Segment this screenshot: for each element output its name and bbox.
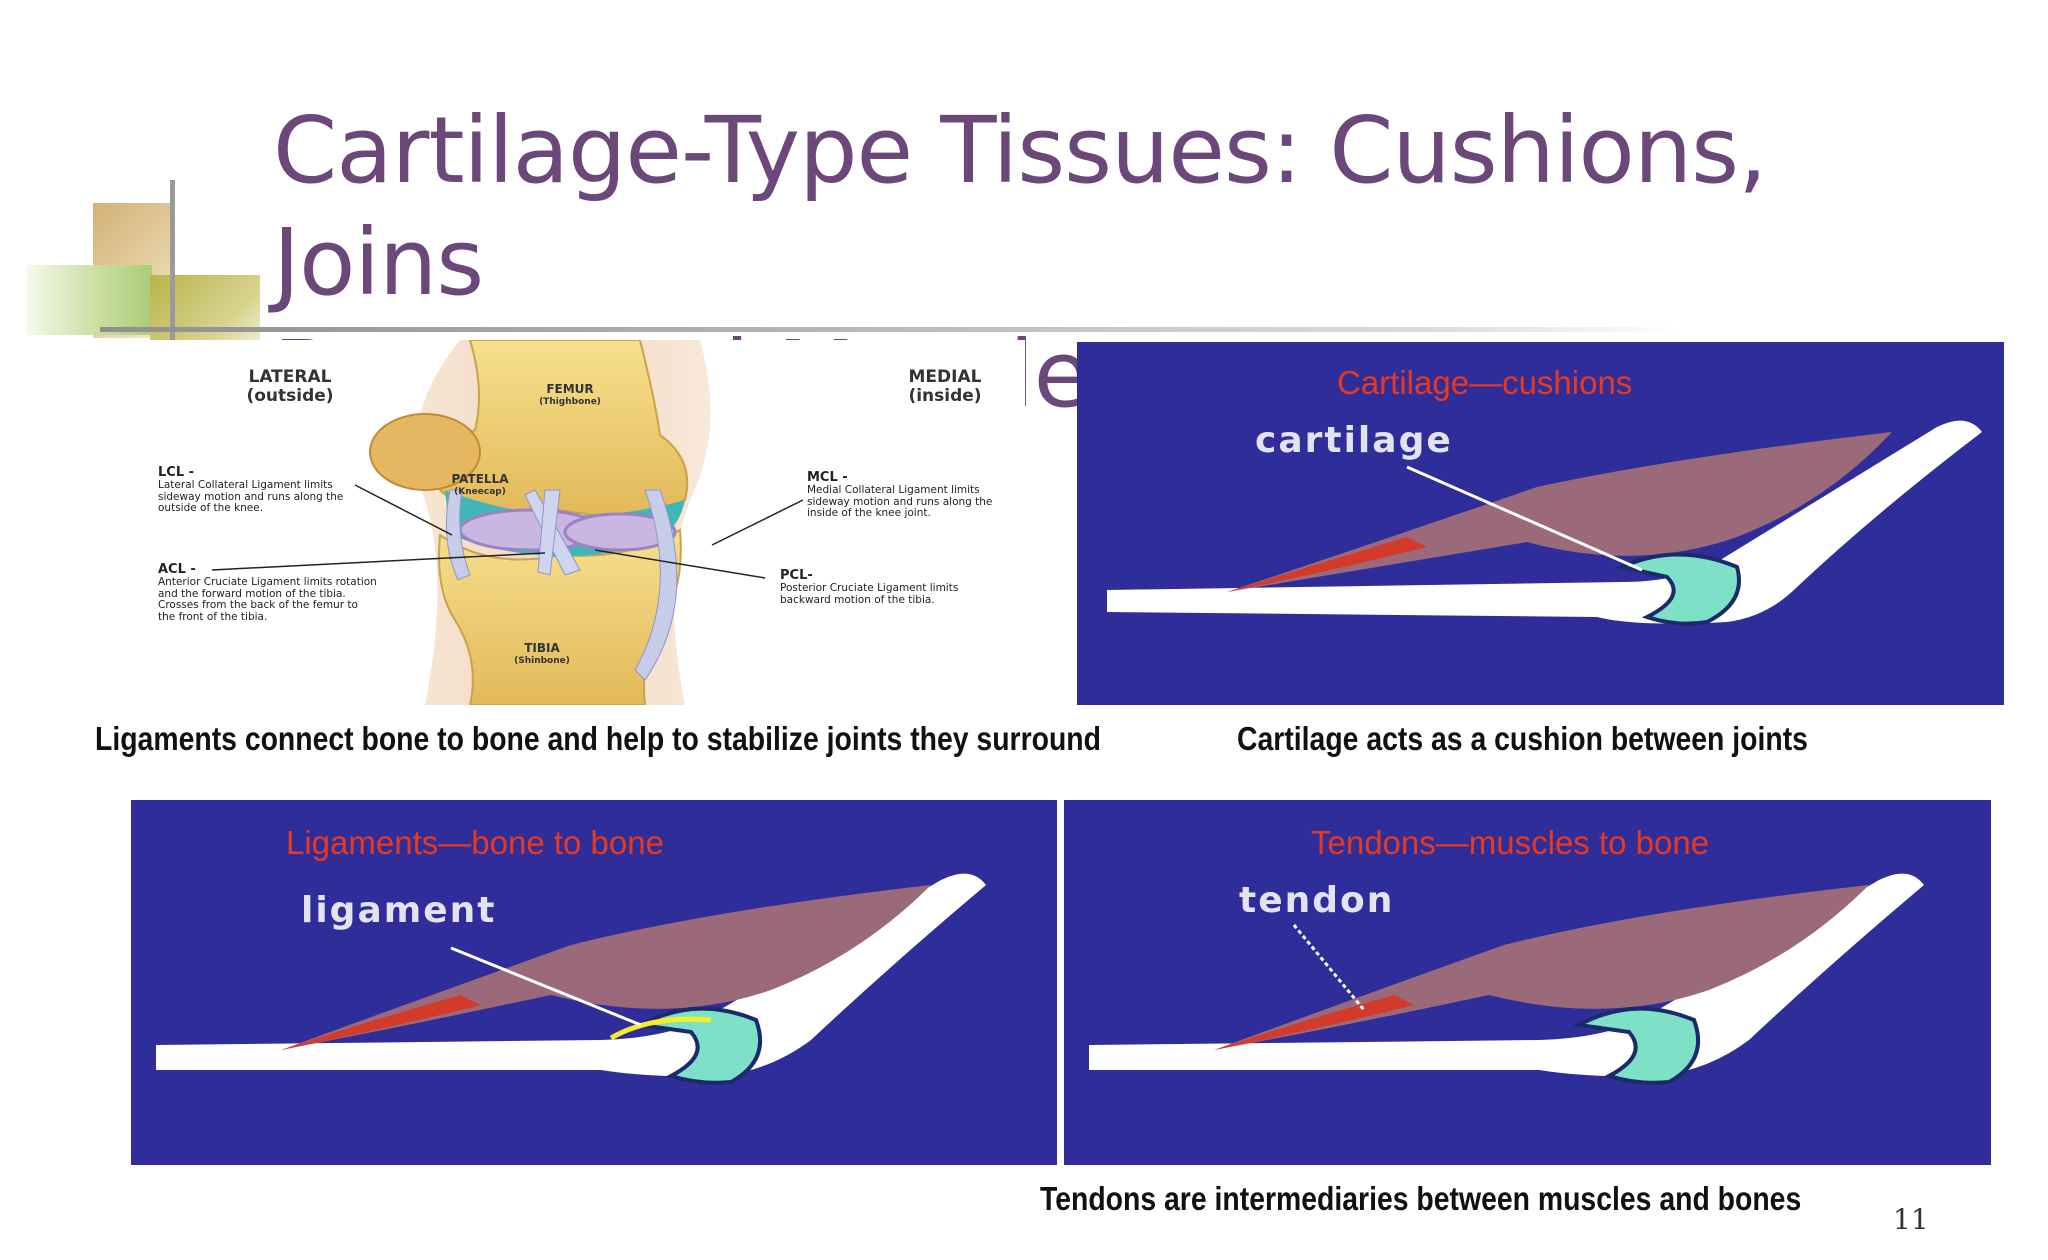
cartilage-diagram-panel: Cartilage—cushions cartilage: [1077, 342, 2004, 705]
knee-illustration: [211, 340, 804, 705]
arm-joint-illustration-tendon: [1089, 873, 1924, 1085]
patella-subtitle: (Kneecap): [454, 487, 506, 497]
ligaments-knee-caption: Ligaments connect bone to bone and help …: [95, 720, 1101, 757]
cartilage-term-label: cartilage: [1255, 420, 1453, 461]
tibia-title: TIBIA: [524, 641, 560, 655]
femur-title: FEMUR: [546, 382, 594, 396]
mcl-description: MCL - Medial Collateral Ligament limits …: [807, 470, 1012, 520]
tendons-panel-heading: Tendons—muscles to bone: [1311, 824, 1710, 861]
knee-anatomy-diagram: LATERAL (outside) MEDIAL (inside) FEMUR …: [140, 340, 1025, 705]
slide-title-line-1: Cartilage-Type Tissues: Cushions, Joins: [273, 97, 1767, 316]
ligament-term-label: ligament: [301, 890, 497, 931]
acl-text: Anterior Cruciate Ligament limits rotati…: [158, 576, 377, 623]
acl-description: ACL - Anterior Cruciate Ligament limits …: [158, 562, 378, 623]
lateral-title: LATERAL: [248, 367, 332, 387]
pcl-title: PCL-: [780, 568, 813, 583]
arm-joint-illustration-ligament: [156, 873, 986, 1085]
tendons-diagram-panel: Tendons—muscles to bone tendon: [1064, 800, 1991, 1165]
decorative-block-green: [27, 265, 152, 335]
tibia-label: TIBIA (Shinbone): [492, 642, 592, 668]
patella-label: PATELLA (Kneecap): [430, 473, 530, 499]
page-number: 11: [1893, 1203, 1929, 1236]
decorative-vertical-line: [170, 180, 175, 340]
pcl-description: PCL- Posterior Cruciate Ligament limits …: [780, 568, 985, 606]
femur-label: FEMUR (Thighbone): [520, 383, 620, 409]
ligaments-diagram-panel: Ligaments—bone to bone ligament: [131, 800, 1057, 1165]
lcl-text: Lateral Collateral Ligament limits sidew…: [158, 479, 344, 514]
mcl-title: MCL -: [807, 470, 848, 485]
medial-subtitle: (inside): [908, 386, 982, 406]
ligaments-panel-heading: Ligaments—bone to bone: [286, 824, 664, 861]
medial-title: MEDIAL: [908, 367, 982, 387]
cartilage-caption: Cartilage acts as a cushion between join…: [1237, 720, 1808, 757]
acl-title: ACL -: [158, 562, 196, 577]
tendons-caption: Tendons are intermediaries between muscl…: [1040, 1180, 1802, 1217]
lcl-title: LCL -: [158, 465, 195, 480]
lateral-label: LATERAL (outside): [225, 368, 355, 406]
arm-joint-illustration-cartilage: [1107, 420, 1982, 626]
lcl-description: LCL - Lateral Collateral Ligament limits…: [158, 465, 358, 515]
tendon-term-label: tendon: [1239, 880, 1395, 921]
pcl-text: Posterior Cruciate Ligament limits backw…: [780, 582, 959, 606]
cartilage-panel-heading: Cartilage—cushions: [1337, 364, 1633, 401]
lateral-subtitle: (outside): [246, 386, 334, 406]
medial-label: MEDIAL (inside): [890, 368, 1000, 406]
patella-title: PATELLA: [451, 472, 509, 486]
femur-subtitle: (Thighbone): [539, 397, 601, 407]
tibia-subtitle: (Shinbone): [514, 656, 570, 666]
mcl-text: Medial Collateral Ligament limits sidewa…: [807, 484, 993, 519]
title-underline: [100, 327, 1680, 332]
